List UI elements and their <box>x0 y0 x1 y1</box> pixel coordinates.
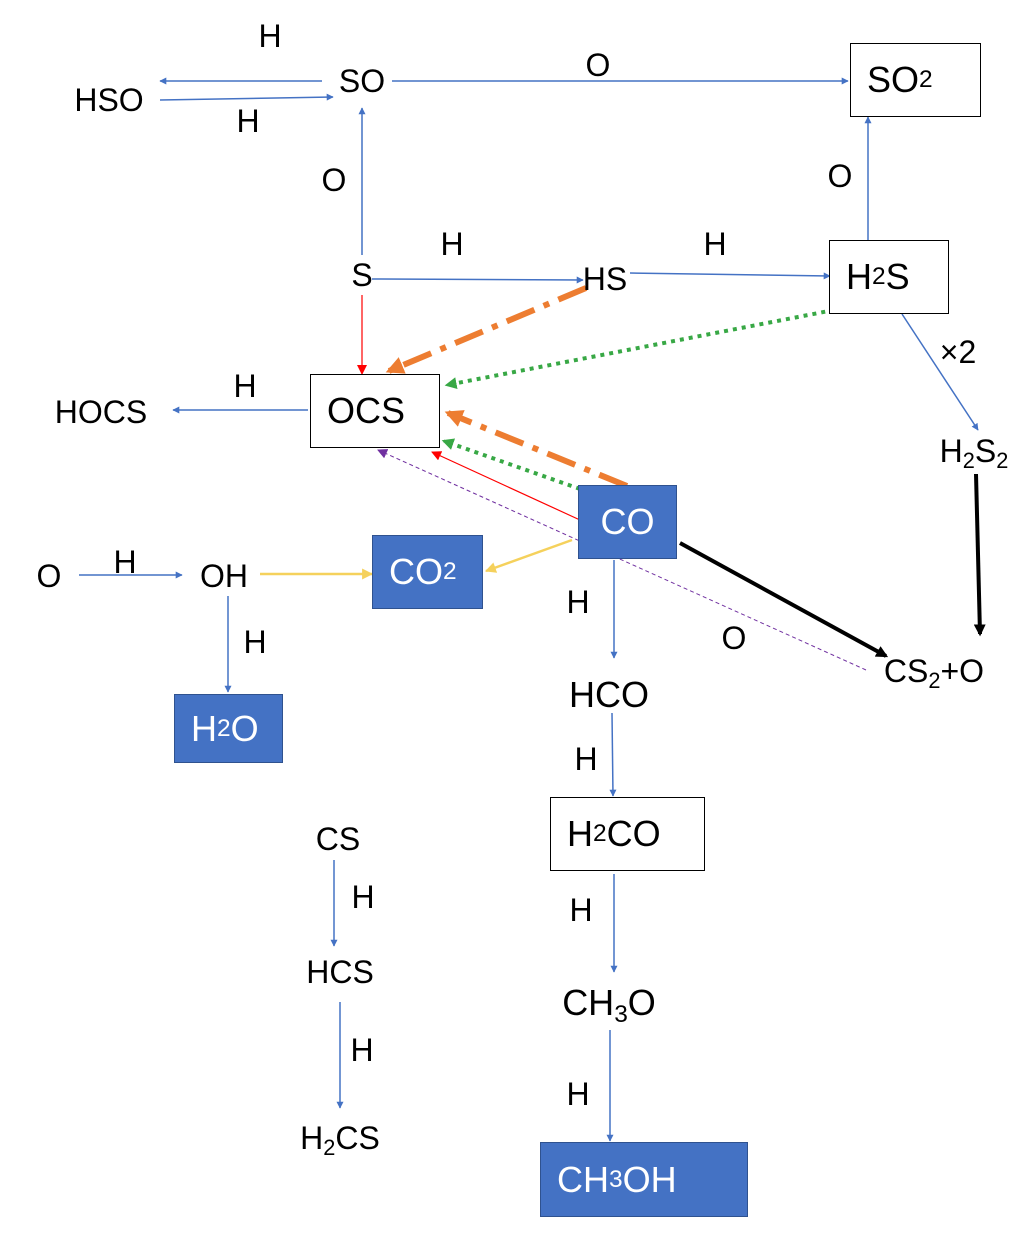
reactant-o-to-oh: H <box>113 544 137 580</box>
reactant-s-to-so: O <box>321 162 347 198</box>
box-ocs: OCS <box>310 374 440 448</box>
arrow-h2s-to-ocs-green <box>444 308 835 390</box>
species-o: O <box>36 558 62 594</box>
species-s: S <box>351 257 373 293</box>
reactant-hs-to-h2s: H <box>703 226 727 262</box>
species-h2s2: H2S2 <box>939 433 1009 474</box>
arrow-s-to-hs <box>371 276 584 284</box>
arrow-hco-to-h2co <box>609 712 617 797</box>
reactant-so-to-so2: O <box>585 47 611 83</box>
arrow-co-to-ocs-orange <box>444 410 629 489</box>
arrow-co-to-ocs-green <box>441 438 581 491</box>
species-hs: HS <box>582 261 628 297</box>
arrow-co-to-co2-yellow <box>484 538 573 573</box>
box-co: CO <box>578 485 677 559</box>
reactant-cs-to-hcs: H <box>351 879 375 915</box>
arrow-cs2-to-ocs-purple <box>377 449 867 671</box>
arrow-co-to-ocs-red <box>431 451 581 521</box>
reactant-ocs-to-hocs: H <box>233 368 257 404</box>
arrow-h2s-to-h2s2 <box>901 313 979 431</box>
species-hco: HCO <box>569 674 649 715</box>
reactant-co-to-hco: H <box>566 584 590 620</box>
reactant-hcs-to-h2cs: H <box>350 1032 374 1068</box>
reactant-so-to-hso: H <box>258 18 282 54</box>
species-hcs: HCS <box>306 954 374 990</box>
reactant-hco-to-h2co: H <box>574 741 598 777</box>
species-ch3o: CH3O <box>562 982 656 1028</box>
reactant-h2s-to-so2: O <box>827 158 853 194</box>
arrow-hso-to-so <box>159 93 334 101</box>
arrow-co-to-cs2-black <box>679 541 889 658</box>
species-oh: OH <box>200 558 248 594</box>
species-cs2-o: CS2+O <box>883 653 985 694</box>
species-cs: CS <box>315 821 361 857</box>
species-so: SO <box>338 63 386 99</box>
reactant-h2s-dimer: ×2 <box>939 334 977 370</box>
arrow-hs-to-h2s <box>629 272 831 280</box>
arrow-hs-to-ocs-orange <box>385 285 588 374</box>
reactant-cs2-to-ocs: O <box>721 620 747 656</box>
species-hocs: HOCS <box>54 394 148 430</box>
species-h2cs: H2CS <box>300 1120 380 1161</box>
reactant-s-to-hs: H <box>440 226 464 262</box>
reactant-hso-to-so: H <box>236 103 260 139</box>
reactant-oh-to-h2o: H <box>243 624 267 660</box>
reactant-ch3o-to-ch3oh: H <box>566 1076 590 1112</box>
reactant-h2co-to-ch3o: H <box>569 892 593 928</box>
species-hso: HSO <box>74 82 144 118</box>
arrow-h2s2-to-cs2-black <box>973 473 986 637</box>
